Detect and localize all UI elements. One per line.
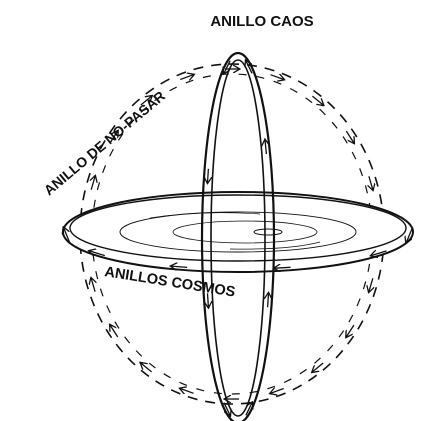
flow-arrow xyxy=(275,267,291,268)
flow-arrow xyxy=(346,131,354,143)
cosmos-disk xyxy=(63,192,413,272)
flow-arrow xyxy=(265,140,266,154)
flow-arrow xyxy=(180,75,193,80)
chaos-ring-label: ANILLO CAOS xyxy=(210,13,313,30)
flow-arrow xyxy=(91,176,95,189)
flow-arrow xyxy=(271,75,284,80)
flow-arrow xyxy=(346,325,354,337)
flow-arrow xyxy=(110,325,118,337)
flow-arrow xyxy=(312,363,323,372)
flow-arrow xyxy=(208,169,209,183)
no-pass-ring-label: ANILLO DE NO-PASAR xyxy=(41,88,168,199)
flow-arrow xyxy=(369,176,373,189)
flow-arrow xyxy=(268,293,269,307)
flow-arrow xyxy=(271,389,284,394)
flow-arrow xyxy=(180,389,193,394)
flow-arrow xyxy=(312,96,323,105)
flow-arrow xyxy=(91,278,95,291)
flow-arrow xyxy=(369,278,373,291)
